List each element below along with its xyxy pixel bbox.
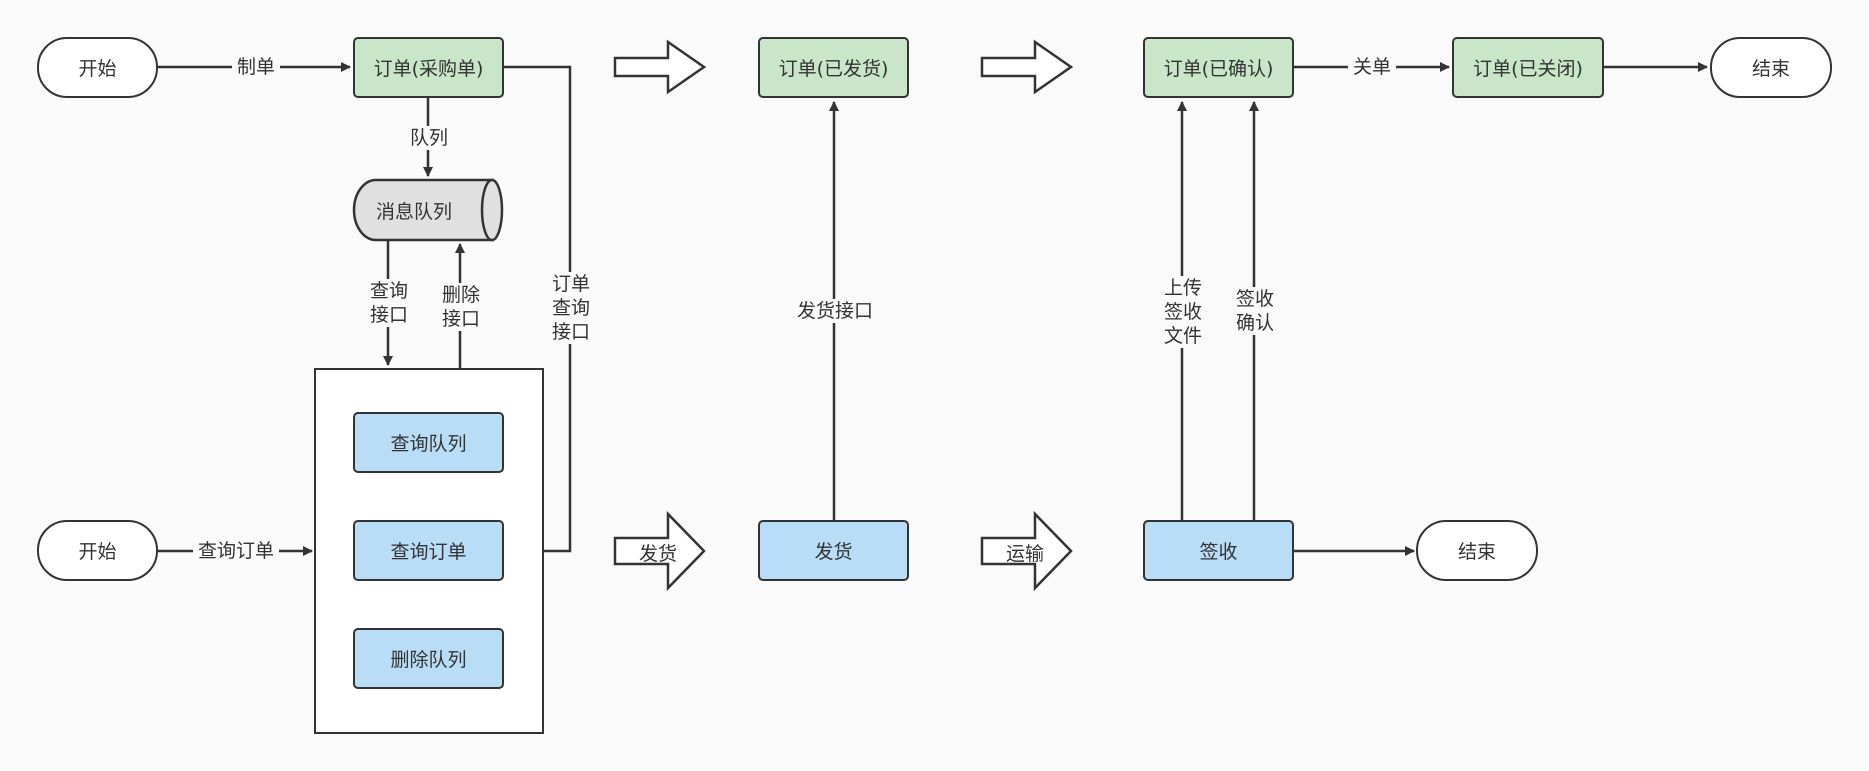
message-queue-cylinder xyxy=(352,178,504,242)
edge-label-order-query-api: 订单 查询 接口 xyxy=(547,272,595,344)
block-arrow-label-transport: 运输 xyxy=(1005,543,1044,565)
order-purchase-node: 订单(采购单) xyxy=(353,37,504,98)
edge-label-ship-api: 发货接口 xyxy=(792,299,878,323)
edge-label-close-order: 关单 xyxy=(1348,55,1396,79)
block-arrow-top-2 xyxy=(980,39,1074,95)
ship-node: 发货 xyxy=(758,520,909,581)
edge-label-upload-sign-file: 上传 签收 文件 xyxy=(1159,276,1207,348)
edge-label-query-api: 查询 接口 xyxy=(365,279,413,327)
order-shipped-node: 订单(已发货) xyxy=(758,37,909,98)
edge-label-query-order: 查询订单 xyxy=(193,539,279,563)
start-node-top: 开始 xyxy=(37,37,158,98)
block-arrow-transport xyxy=(980,510,1073,592)
end-node-bottom: 结束 xyxy=(1416,520,1538,581)
query-order-node: 查询订单 xyxy=(353,520,504,581)
end-node-top: 结束 xyxy=(1710,37,1832,98)
edge-label-sign-confirm: 签收 确认 xyxy=(1231,287,1279,335)
sign-node: 签收 xyxy=(1143,520,1294,581)
order-closed-node: 订单(已关闭) xyxy=(1452,37,1604,98)
start-node-bottom: 开始 xyxy=(37,520,158,581)
order-confirmed-node: 订单(已确认) xyxy=(1143,37,1294,98)
block-arrow-top-1 xyxy=(613,39,707,95)
edge-label-delete-api: 删除 接口 xyxy=(437,283,485,331)
message-queue-label: 消息队列 xyxy=(375,200,452,223)
delete-queue-node: 删除队列 xyxy=(353,628,504,689)
block-arrow-ship xyxy=(613,510,706,592)
edge-label-make-order: 制单 xyxy=(232,55,280,79)
query-queue-node: 查询队列 xyxy=(353,412,504,473)
edge-label-queue: 队列 xyxy=(405,126,453,150)
block-arrow-label-ship: 发货 xyxy=(638,543,677,565)
block-arrows xyxy=(613,39,1074,592)
